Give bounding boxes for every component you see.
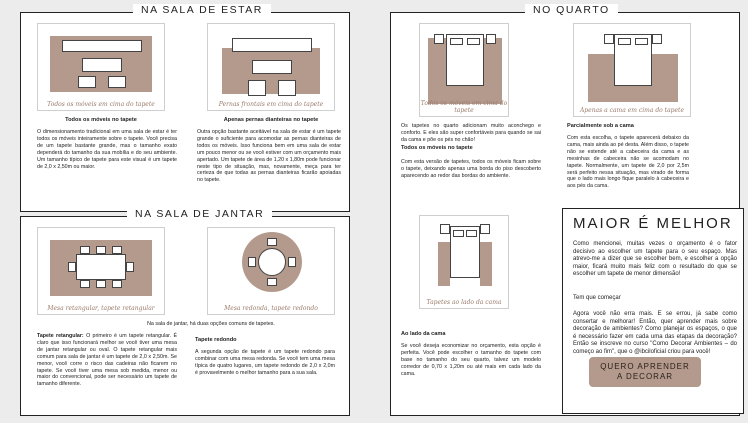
maior-panel: MAIOR É MELHOR Como mencionei, muitas ve…: [562, 208, 744, 414]
nightstand: [434, 34, 444, 44]
button-label-line2: A DECORAR: [616, 372, 674, 381]
chair: [80, 280, 90, 288]
maior-paragraph-3: Agora você não erra mais. E se errou, já…: [573, 311, 737, 355]
coffee-table: [252, 60, 292, 74]
chair: [112, 246, 122, 254]
figure-caption: Tapetes ao lado da cama: [426, 299, 502, 306]
figure-caption: Todos os móveis em cima do tapete: [47, 101, 155, 108]
pillow: [450, 38, 463, 45]
text-rectangular: Tapete retangular: O primeiro é um tapet…: [37, 333, 177, 388]
bedroom-figure-all-on-rug: Todos os móveis em cima do tapete: [419, 23, 509, 117]
chair: [96, 280, 106, 288]
text-round: A segunda opção de tapete é um tapete re…: [195, 349, 335, 376]
nightstand: [604, 34, 614, 44]
armchair-right: [278, 80, 296, 96]
chair: [267, 238, 277, 246]
dining-table: [76, 254, 126, 280]
round-table: [258, 248, 286, 276]
maior-paragraph-1: Como mencionei, muitas vezes o orçamento…: [573, 241, 737, 278]
runner-right: [480, 242, 492, 286]
quarto-title: NO QUARTO: [525, 4, 618, 16]
subtitle-partially: Parcialmente sob a cama: [567, 123, 634, 129]
dining-figure-round: Mesa redonda, tapete redondo: [207, 227, 335, 315]
text-partially: Com esta escolha, o tapete aparecerá deb…: [567, 135, 689, 190]
figure-caption: Todos os móveis em cima do tapete: [420, 100, 508, 114]
nightstand: [486, 34, 496, 44]
chair: [267, 278, 277, 286]
subtitle-all-on-rug: Todos os móveis no tapete: [65, 117, 137, 123]
button-label-line1: QUERO APRENDER: [600, 362, 690, 371]
chair: [68, 262, 76, 272]
chair: [126, 262, 134, 272]
sofa: [232, 38, 312, 52]
text-rectangular-body: O primeiro é um tapete retangular. É cla…: [37, 333, 177, 388]
subtitle-beside: Ao lado da cama: [401, 331, 446, 337]
armchair-right: [108, 76, 126, 88]
nightstand: [480, 224, 490, 234]
living-figure-front-legs: Pernas frontais em cima do tapete: [207, 23, 335, 111]
maior-paragraph-2: Tem que começar: [573, 295, 621, 301]
bedroom-figure-beside: Tapetes ao lado da cama: [419, 215, 509, 309]
subtitle-round: Tapete redondo: [195, 337, 237, 343]
bedroom-intro: Os tapetes no quarto adicionam muito aco…: [401, 123, 541, 143]
text-beside: Se você deseja economizar no orçamento, …: [401, 343, 541, 377]
pillow: [618, 38, 631, 45]
nightstand: [652, 34, 662, 44]
subtitle-rectangular: Tapete retangular:: [37, 333, 84, 339]
coffee-table: [82, 58, 122, 72]
dining-intro: Na sala de jantar, há duas opções comuns…: [147, 321, 275, 327]
figure-caption: Apenas a cama em cima do tapete: [579, 107, 685, 114]
subtitle-front-legs: Apenas pernas dianteiras no tapete: [223, 117, 319, 123]
text-all-on-rug: Com esta versão de tapetes, todos os móv…: [401, 159, 541, 179]
text-front-legs: Outra opção bastante aceitável na sala d…: [197, 129, 341, 184]
living-figure-all-on-rug: Todos os móveis em cima do tapete: [37, 23, 165, 111]
pillow: [453, 230, 464, 237]
armchair-left: [78, 76, 96, 88]
learn-decorate-button[interactable]: QUERO APRENDER A DECORAR: [589, 357, 701, 387]
figure-caption: Pernas frontais em cima do tapete: [218, 101, 324, 108]
runner-left: [438, 242, 450, 286]
sofa: [62, 40, 142, 52]
chair: [248, 257, 256, 267]
figure-caption: Mesa redonda, tapete redondo: [224, 305, 318, 312]
text-all-on-rug: O dimensionamento tradicional em uma sal…: [37, 129, 177, 170]
sala-jantar-panel: NA SALA DE JANTAR Mesa retangular, tapet…: [20, 208, 350, 416]
chair: [288, 257, 296, 267]
chair: [112, 280, 122, 288]
pillow: [635, 38, 648, 45]
dining-figure-rectangular: Mesa retangular, tapete retangular: [37, 227, 165, 315]
chair: [96, 246, 106, 254]
pillow: [466, 230, 477, 237]
nightstand: [440, 224, 450, 234]
sala-jantar-title: NA SALA DE JANTAR: [127, 208, 273, 220]
pillow: [467, 38, 480, 45]
sala-estar-title: NA SALA DE ESTAR: [133, 4, 271, 16]
maior-title: MAIOR É MELHOR: [573, 215, 733, 232]
armchair-left: [248, 80, 266, 96]
figure-caption: Mesa retangular, tapete retangular: [47, 305, 155, 312]
sala-estar-panel: NA SALA DE ESTAR Todos os móveis em cima…: [20, 4, 350, 212]
chair: [80, 246, 90, 254]
bedroom-figure-partially: Apenas a cama em cima do tapete: [573, 23, 691, 117]
subtitle-all-on-rug: Todos os móveis no tapete: [401, 145, 473, 151]
